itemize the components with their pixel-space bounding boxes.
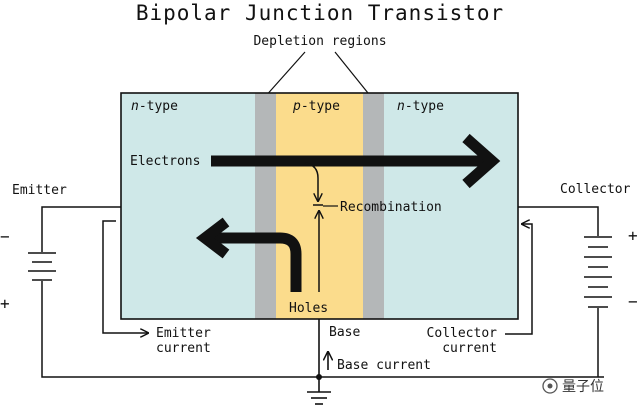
electrons-label: Electrons — [130, 154, 200, 169]
collector-current-label-line-2: current — [442, 341, 497, 356]
watermark-text: 量子位 — [562, 379, 604, 395]
base-current-label: Base current — [337, 358, 431, 373]
emitter-current-arrow — [102, 220, 148, 333]
base-label: Base — [329, 325, 360, 340]
emitter-n-region — [121, 93, 255, 319]
recombination-label: Recombination — [340, 200, 442, 215]
collector-current-arrow — [505, 224, 533, 335]
diagram-title: Bipolar Junction Transistor — [136, 1, 504, 25]
holes-arrow-shaft — [212, 232, 302, 292]
emitter-wire-bottom — [41, 281, 604, 378]
collector-battery-plus: + — [628, 226, 638, 245]
emitter-label: Emitter — [12, 183, 67, 198]
emitter-battery-plus: + — [0, 294, 10, 313]
holes-label: Holes — [289, 301, 328, 316]
emitter-battery-minus: − — [0, 227, 10, 246]
emitter-wire-top — [41, 206, 121, 252]
depletion-regions-label: Depletion regions — [253, 34, 386, 49]
watermark-logo-icon-inner — [547, 383, 553, 389]
depletion-pointer-left — [263, 51, 306, 99]
base-region-type: p-type — [292, 99, 340, 114]
collector-region-type: n-type — [397, 99, 444, 114]
collector-current-label-line-1: Collector — [427, 326, 498, 341]
emitter-region-type: n-type — [131, 99, 178, 114]
electrons-arrow-head — [462, 133, 501, 189]
recombination-branch-path — [304, 162, 318, 201]
watermark: 量子位 — [542, 378, 604, 395]
collector-wire-top — [518, 206, 599, 236]
emitter-current-label-line-2: current — [156, 341, 211, 356]
emitter-current-label-line-1: Emitter — [156, 326, 211, 341]
collector-battery-minus: − — [628, 292, 638, 311]
depletion-region-left — [255, 93, 276, 319]
watermark-logo-icon — [542, 378, 558, 394]
depletion-region-right — [363, 93, 384, 319]
depletion-pointer-right — [334, 51, 373, 99]
holes-arrow-head — [195, 217, 230, 259]
collector-n-region — [384, 93, 518, 319]
collector-label: Collector — [560, 182, 631, 197]
